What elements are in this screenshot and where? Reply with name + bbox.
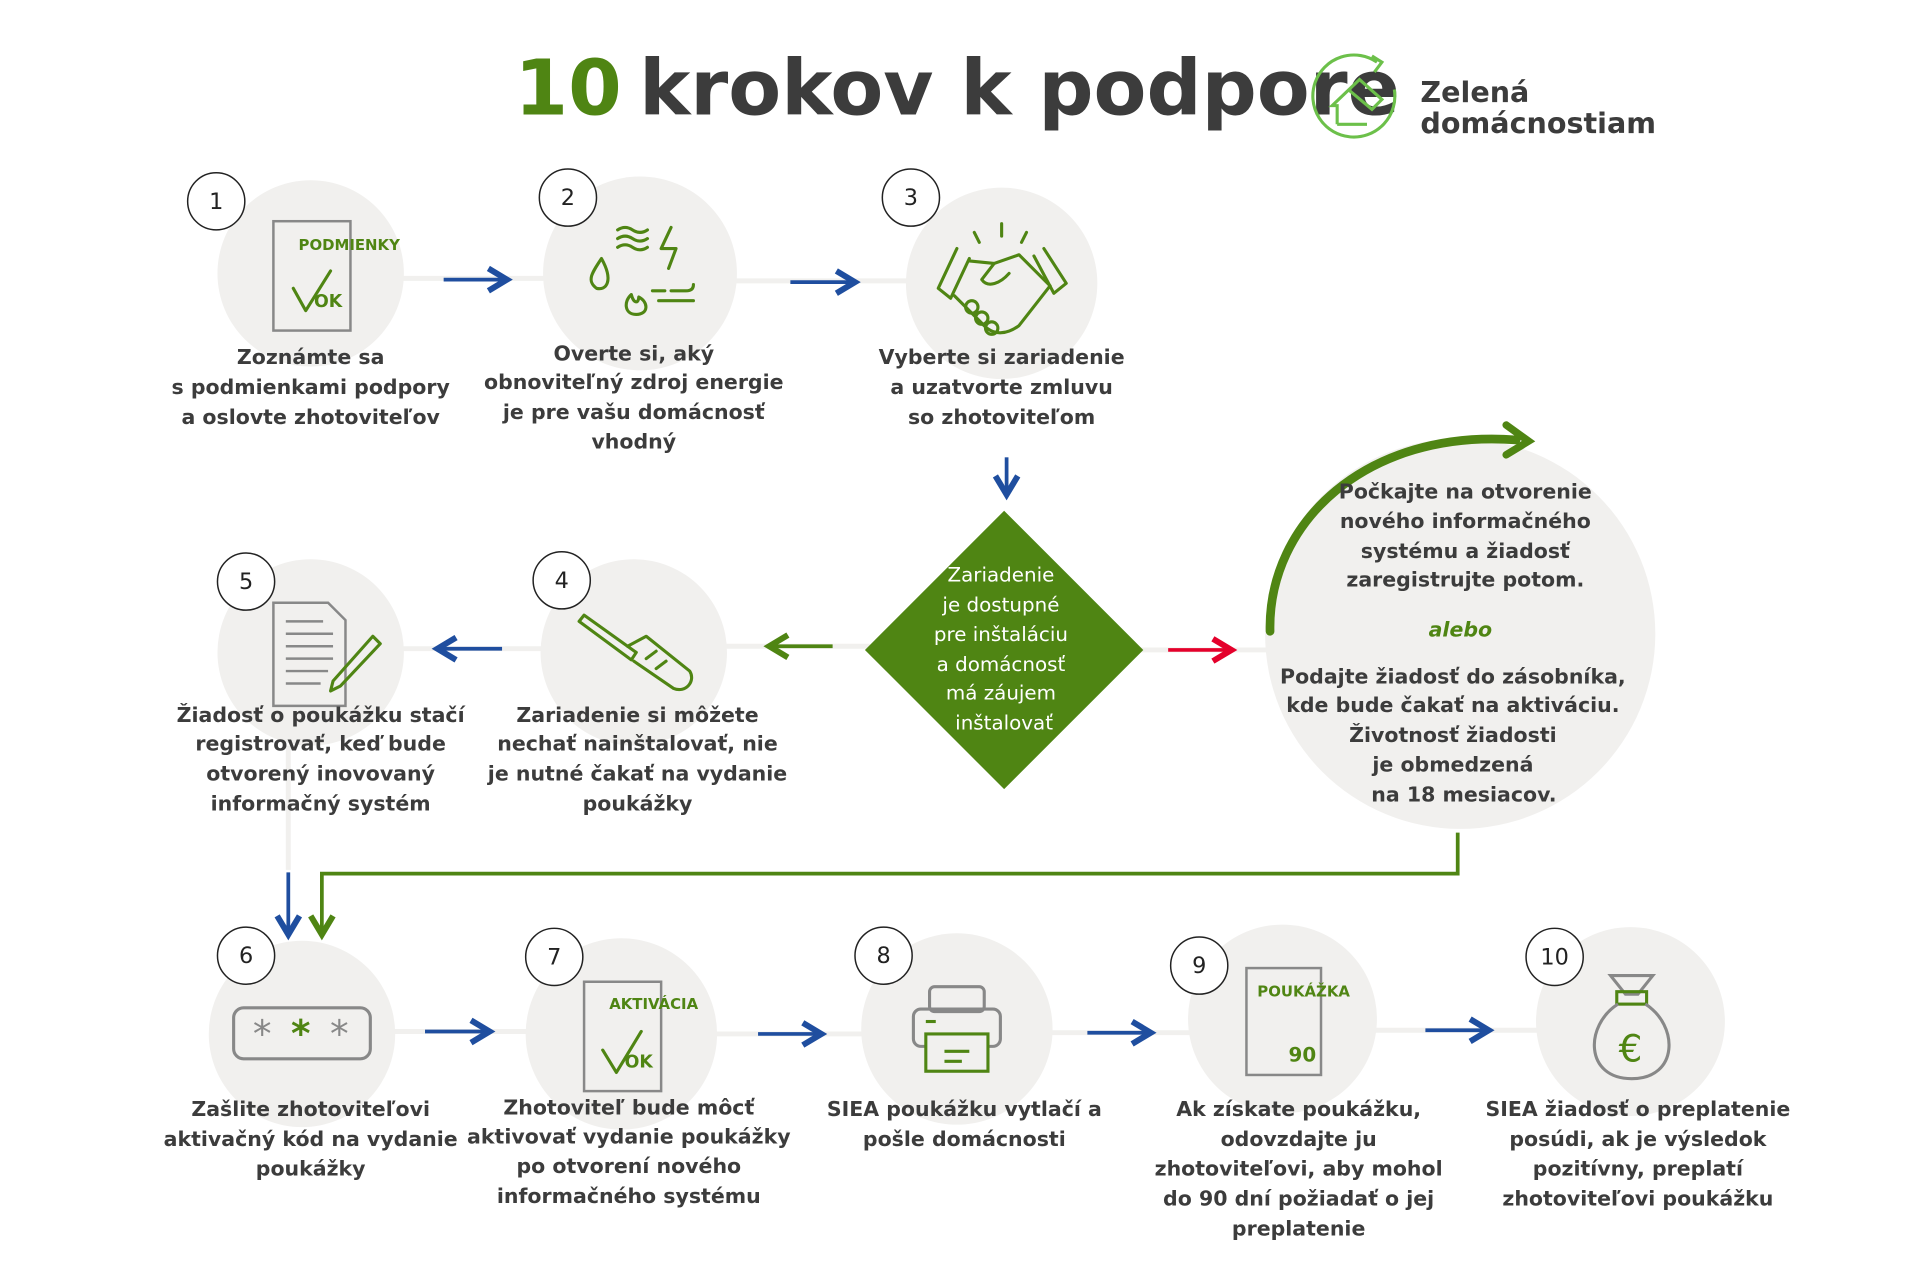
step-number-badge bbox=[524, 927, 584, 987]
svg-text:90: 90 bbox=[1289, 1043, 1317, 1066]
logo: Zelená domácnostiam bbox=[1311, 53, 1656, 140]
handshake-icon bbox=[936, 222, 1068, 336]
step-number-badge bbox=[532, 551, 592, 610]
step-number-badge bbox=[1169, 936, 1229, 995]
flow-arrows bbox=[274, 265, 1536, 1048]
svg-text:PODMIENKY: PODMIENKY bbox=[299, 236, 401, 254]
step-1-circle bbox=[217, 180, 404, 367]
step-number: 7 bbox=[547, 944, 561, 970]
step-number-badge bbox=[854, 926, 913, 985]
svg-text:AKTIVÁCIA: AKTIVÁCIA bbox=[609, 995, 698, 1013]
logo-house-icon bbox=[1311, 53, 1397, 139]
step-number: 6 bbox=[239, 943, 253, 969]
decision-diamond bbox=[864, 510, 1144, 790]
step-10-circle bbox=[1536, 927, 1725, 1116]
step-number-badge bbox=[216, 926, 276, 985]
svg-text:OK: OK bbox=[625, 1052, 654, 1072]
password-icon: * * * bbox=[232, 1006, 372, 1061]
step-number: 3 bbox=[904, 185, 918, 211]
document-ok-icon: AKTIVÁCIA OK bbox=[582, 980, 699, 1093]
step-6-circle bbox=[208, 940, 396, 1128]
svg-text:OK: OK bbox=[314, 292, 343, 312]
decision-text: Zariadenie je dostupné pre inštaláciu a … bbox=[934, 564, 1074, 735]
document-pen-icon bbox=[272, 601, 382, 708]
step-9-circle bbox=[1188, 924, 1377, 1114]
step-number: 2 bbox=[561, 185, 575, 211]
step-number: 5 bbox=[239, 569, 253, 595]
svg-text:POUKÁŽKA: POUKÁŽKA bbox=[1257, 983, 1350, 1001]
voucher-icon: POUKÁŽKA 90 bbox=[1245, 966, 1350, 1077]
document-ok-icon: PODMIENKY OK bbox=[272, 219, 401, 332]
curved-arrow bbox=[1265, 434, 1521, 636]
logo-line2: domácnostiam bbox=[1420, 106, 1656, 140]
waiting-text: Počkajte na otvorenie nového informačnéh… bbox=[1280, 479, 1633, 806]
step-5-circle bbox=[217, 559, 404, 746]
step-number: 1 bbox=[209, 189, 223, 215]
step-number: 10 bbox=[1540, 944, 1568, 970]
step-number-badge bbox=[881, 168, 941, 227]
step-7-circle bbox=[525, 938, 718, 1130]
money-bag-icon: € bbox=[1592, 973, 1671, 1081]
svg-text:*: * bbox=[253, 1011, 272, 1055]
screwdriver-icon bbox=[577, 613, 694, 692]
svg-text:*: * bbox=[330, 1011, 349, 1055]
step-number: 9 bbox=[1192, 953, 1206, 979]
step-number-badge bbox=[538, 168, 598, 227]
waiting-circle bbox=[1265, 438, 1656, 829]
step-2-circle bbox=[543, 176, 737, 371]
svg-text:€: € bbox=[1619, 1026, 1643, 1070]
step-number-badge bbox=[1525, 927, 1584, 987]
step-3-circle bbox=[905, 187, 1098, 380]
printer-icon bbox=[911, 985, 1002, 1073]
step-number: 4 bbox=[555, 568, 569, 594]
step-number-badge bbox=[216, 552, 276, 611]
energy-sources-icon bbox=[589, 225, 695, 316]
step-number: 8 bbox=[876, 943, 890, 969]
svg-text:*: * bbox=[291, 1011, 311, 1055]
logo-line1: Zelená bbox=[1420, 75, 1529, 109]
step-8-circle bbox=[861, 933, 1053, 1125]
step-number-badge bbox=[186, 171, 246, 231]
